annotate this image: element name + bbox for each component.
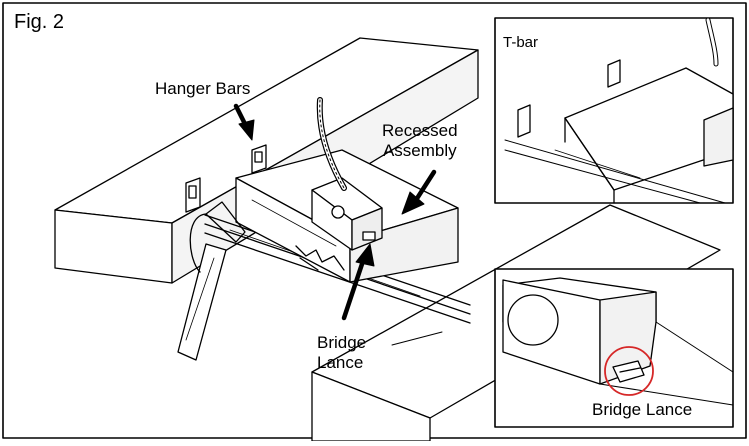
bridge-lance-inset-label: Bridge Lance: [592, 400, 693, 419]
recessed-assembly-label: Recessed Assembly: [382, 121, 458, 160]
flex-conduit: [316, 97, 347, 191]
bridge-lance-highlight-circle: [604, 346, 654, 396]
recessed-assembly-label-line1: Recessed: [382, 121, 458, 140]
hanger-bars-label: Hanger Bars: [155, 79, 251, 98]
hanger-bar-clips: [185, 144, 267, 213]
bridge-lance-label-line2: Lance: [317, 352, 364, 372]
bridge-leader-line: [391, 331, 443, 346]
recessed-assembly-arrow: [401, 169, 437, 215]
figure-number-label: Fig. 2: [14, 11, 65, 33]
t-bar-inset-label: T-bar: [503, 34, 539, 51]
callout-arrows: [233, 103, 437, 321]
bridge-lance-label-line1: Bridge: [317, 333, 367, 352]
inset-top: [494, 17, 734, 204]
inset-bottom: [494, 268, 734, 428]
bridge-lance-arrow: [341, 243, 375, 321]
hammer-tool: [177, 201, 246, 361]
hanger-bars-arrow: [233, 103, 255, 141]
bridge-lance-label: Bridge Lance: [317, 333, 366, 372]
bridge-lance-tabs: [295, 231, 376, 271]
recessed-assembly-label-line2: Assembly: [382, 140, 457, 160]
